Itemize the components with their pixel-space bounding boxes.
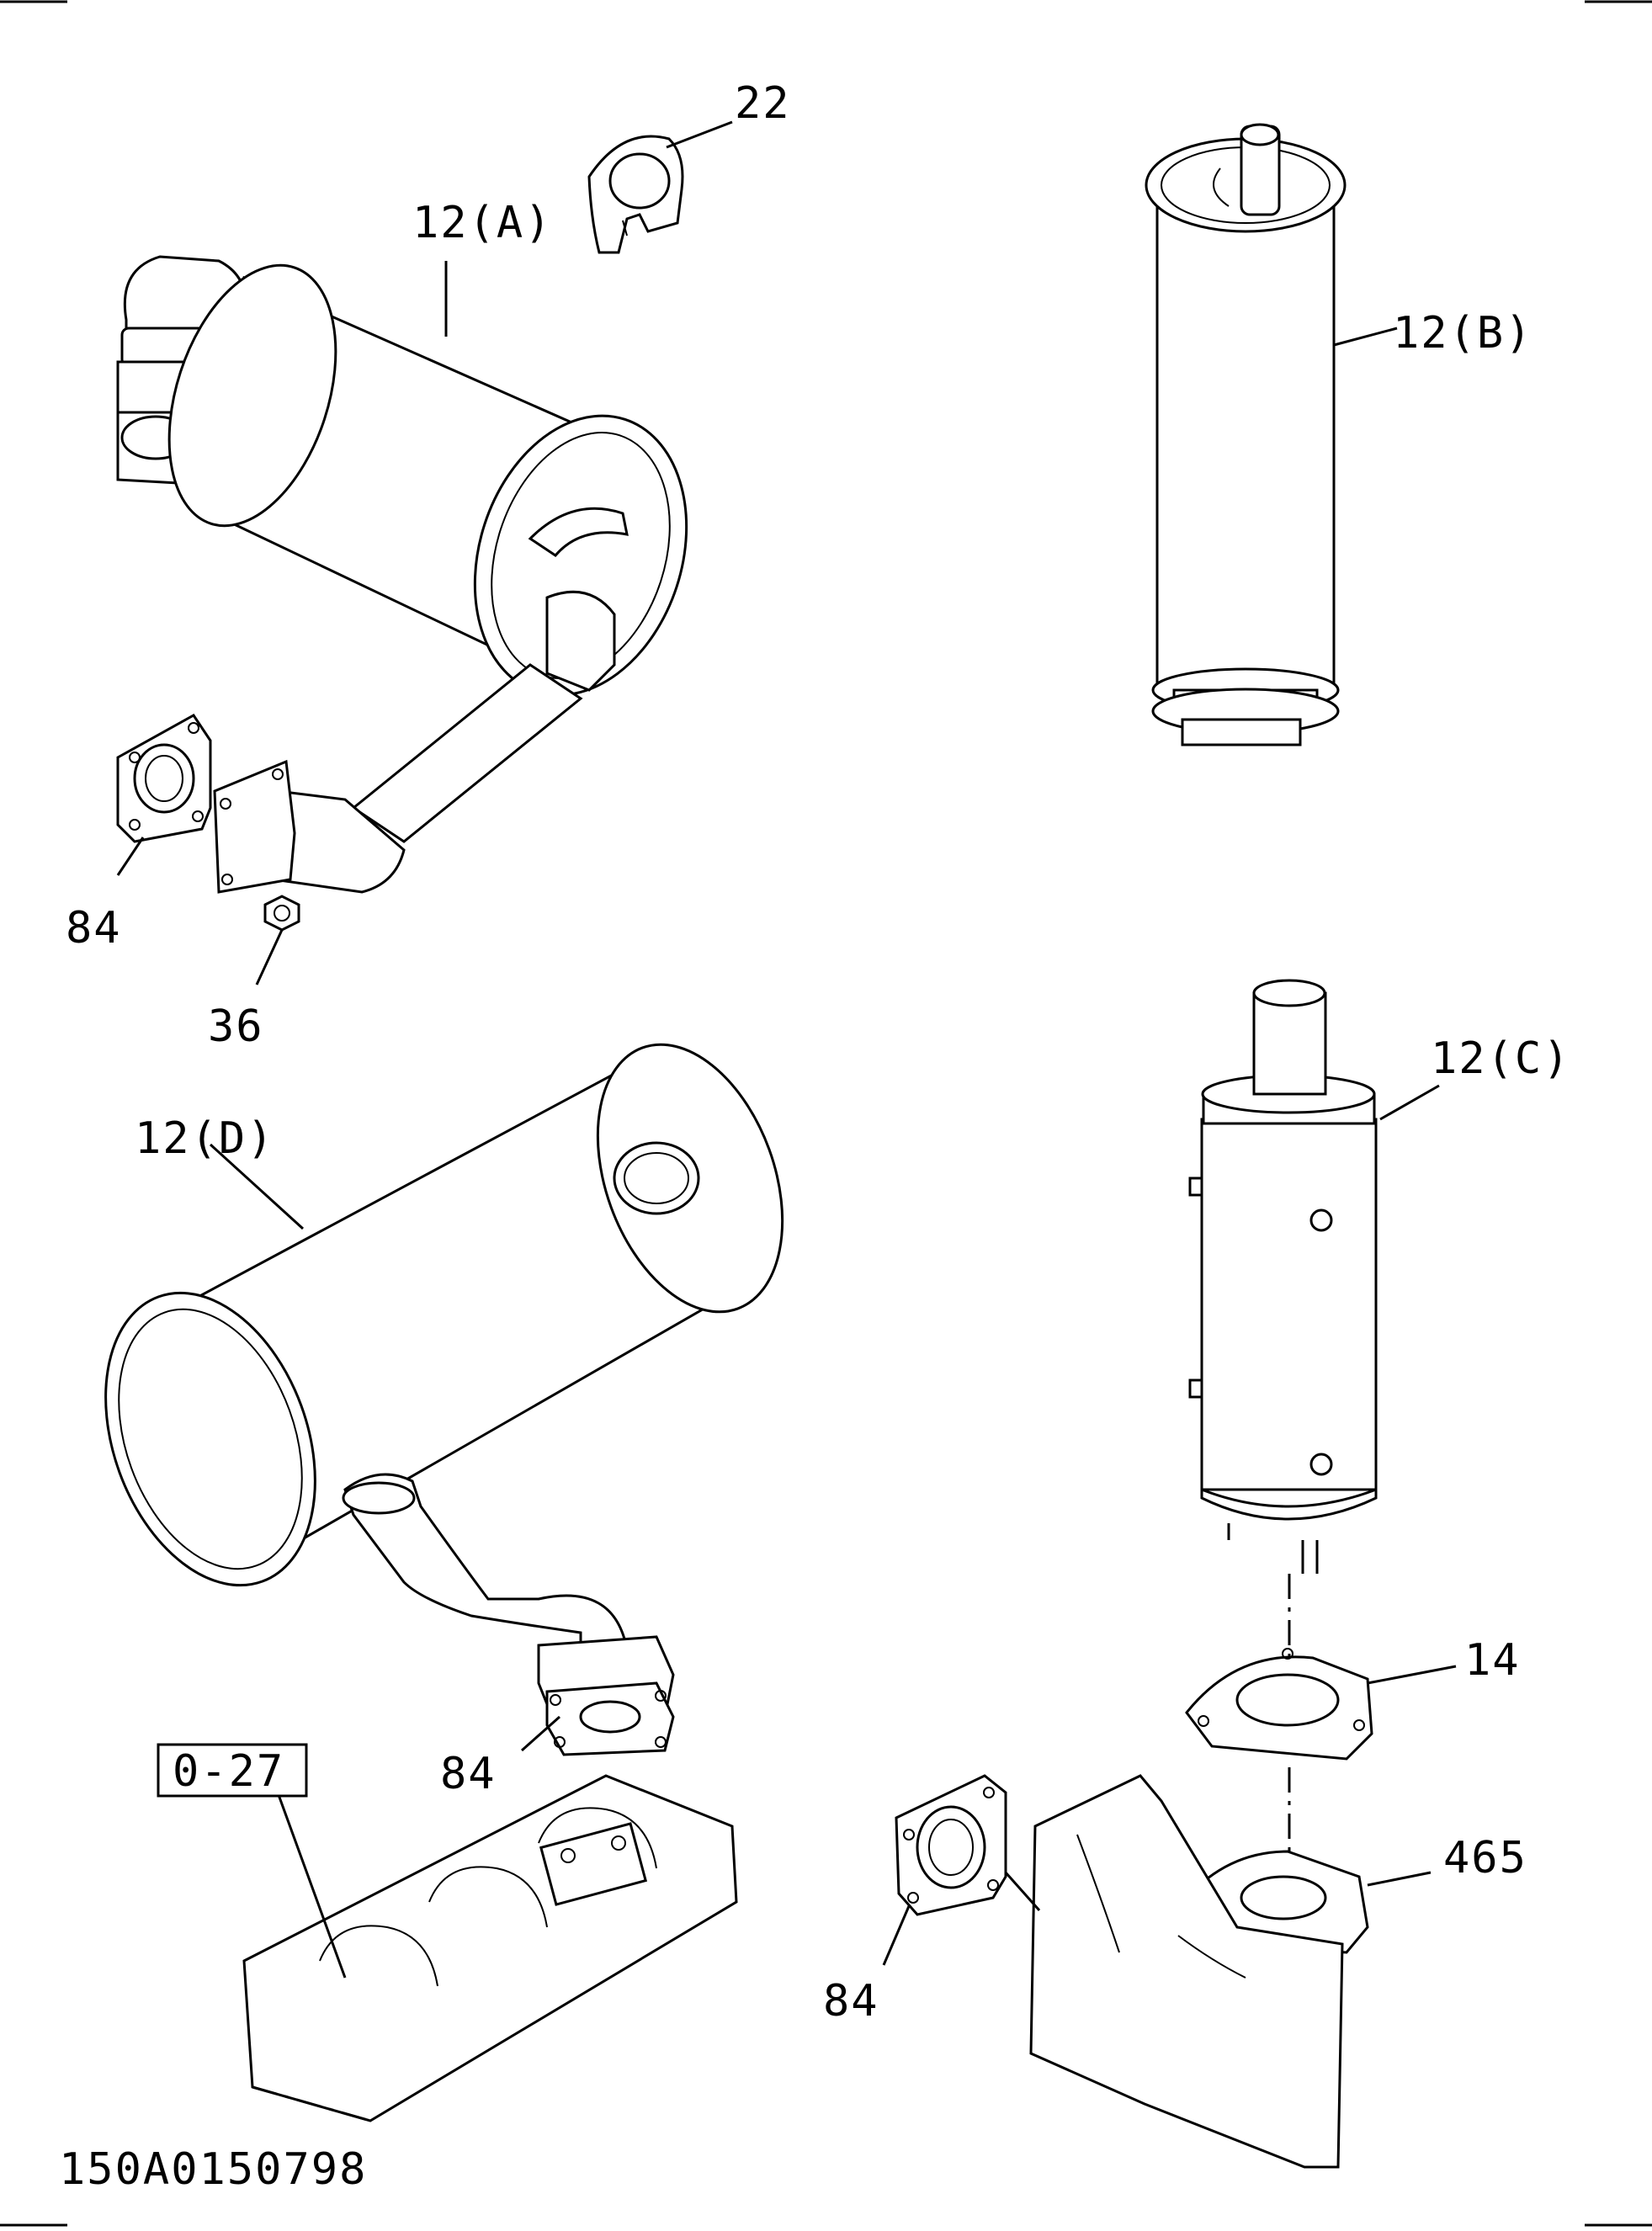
callout-84-bottom[interactable]: 84 bbox=[823, 1976, 879, 2026]
leader-lines bbox=[116, 120, 1457, 1979]
part-22-clamp[interactable] bbox=[587, 135, 684, 254]
callout-12b[interactable]: 12(B) bbox=[1393, 308, 1533, 359]
drawing-number: 150A0150798 bbox=[59, 2144, 367, 2195]
callout-22[interactable]: 22 bbox=[735, 78, 791, 129]
part-84-gasket-mid[interactable] bbox=[545, 1681, 675, 1756]
reference-box-label: 0-27 bbox=[173, 1746, 284, 1797]
callout-12a[interactable]: 12(A) bbox=[412, 198, 553, 248]
callout-12d[interactable]: 12(D) bbox=[135, 1113, 275, 1164]
part-465-pipe[interactable] bbox=[1029, 1774, 1369, 2169]
reference-exhaust-manifold[interactable] bbox=[242, 1774, 738, 2122]
part-84-gasket-bottom[interactable] bbox=[895, 1774, 1007, 1916]
part-36-nut[interactable] bbox=[263, 895, 300, 932]
callout-465[interactable]: 465 bbox=[1443, 1833, 1527, 1883]
part-14-gasket[interactable] bbox=[1185, 1648, 1373, 1868]
reference-box[interactable]: 0-27 bbox=[157, 1743, 308, 1798]
callout-84-mid[interactable]: 84 bbox=[440, 1749, 497, 1799]
callout-36[interactable]: 36 bbox=[208, 1001, 264, 1052]
callout-labels: 22 12(A) 12(B) 84 36 12(C) 12(D) 14 84 4… bbox=[66, 78, 1571, 2026]
callout-14[interactable]: 14 bbox=[1464, 1635, 1521, 1686]
part-12c-muffler[interactable] bbox=[1188, 979, 1378, 1658]
part-84-gasket-top[interactable] bbox=[116, 714, 212, 843]
callout-12c[interactable]: 12(C) bbox=[1431, 1033, 1571, 1084]
part-12a-muffler[interactable] bbox=[116, 244, 721, 894]
part-12b-muffler[interactable] bbox=[1145, 123, 1347, 746]
callout-84-top[interactable]: 84 bbox=[66, 903, 122, 953]
